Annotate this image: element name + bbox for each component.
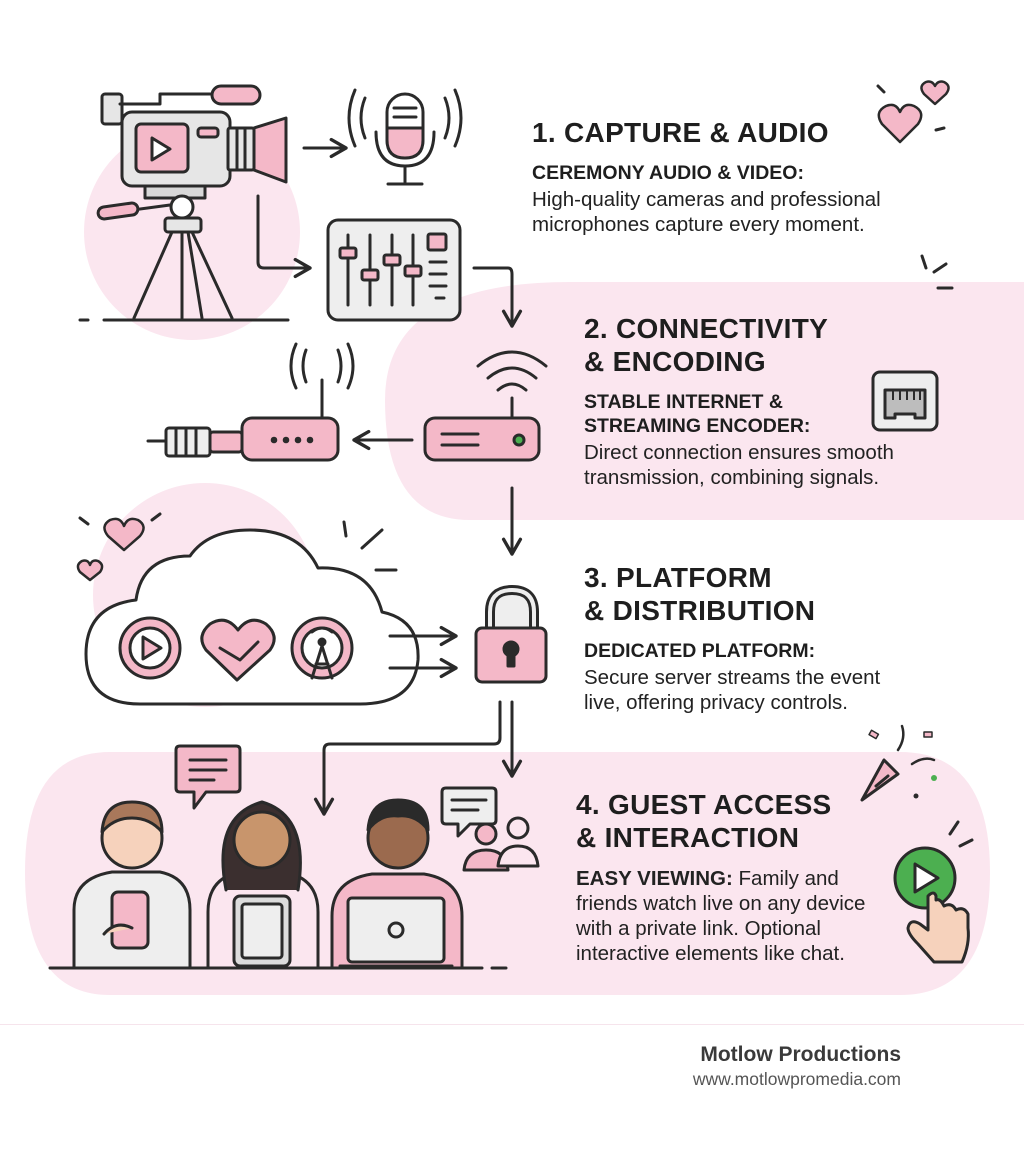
motlow-logo: MOTLOW: [922, 1052, 1002, 1132]
video-camera-icon: [78, 84, 290, 322]
ethernet-port-icon: [871, 370, 939, 432]
step-title: 3. PLATFORM & DISTRIBUTION: [584, 562, 816, 626]
guests-group-icon: [48, 798, 508, 970]
step-subtitle: STABLE INTERNET & STREAMING ENCODER:: [584, 391, 811, 437]
step-description: Secure server streams the event live, of…: [584, 666, 881, 714]
step-description: High-quality cameras and professional mi…: [532, 188, 881, 236]
party-popper-icon: [860, 724, 937, 802]
heart-icon: [76, 80, 950, 582]
step-3-platform-distribution: 3. PLATFORM & DISTRIBUTION DEDICATED PLA…: [584, 561, 984, 715]
company-website-link[interactable]: www.motlowpromedia.com: [692, 1069, 901, 1089]
step-description: Direct connection ensures smooth transmi…: [584, 441, 894, 489]
footer: [0, 1024, 1024, 1155]
step-title: 4. GUEST ACCESS & INTERACTION: [576, 789, 832, 853]
flow-arrows: [256, 137, 523, 816]
cloud-platform-icon: [84, 528, 420, 706]
router-icon: [423, 350, 548, 462]
company-name: Motlow Productions: [700, 1043, 901, 1066]
step-subtitle: CEREMONY AUDIO & VIDEO:: [532, 162, 804, 184]
community-chat-icon: [440, 786, 540, 872]
step-4-guest-access-interaction: 4. GUEST ACCESS & INTERACTION EASY VIEWI…: [576, 788, 906, 966]
step-description-first-line: EASY VIEWING: Family and: [576, 867, 839, 890]
chat-bubble-icon: [174, 744, 242, 810]
company-info: Motlow Productions www.motlowpromedia.co…: [693, 1042, 901, 1090]
step-1-capture-audio: 1. CAPTURE & AUDIO CEREMONY AUDIO & VIDE…: [532, 116, 962, 237]
sparkle-marks: [78, 84, 954, 572]
step-title: 2. CONNECTIVITY & ENCODING: [584, 313, 829, 377]
step-2-connectivity-encoding: 2. CONNECTIVITY & ENCODING STABLE INTERN…: [584, 312, 984, 490]
padlock-icon: [474, 585, 548, 684]
audio-mixer-icon: [326, 218, 462, 322]
step-description: EASY VIEWING: Family and friends watch l…: [576, 866, 906, 966]
play-button-icon: [893, 820, 974, 964]
modem-cable-icon: [146, 342, 355, 462]
logo-wordmark: MOTLOW: [932, 1114, 992, 1128]
microphone-icon: [347, 88, 463, 186]
step-title: 1. CAPTURE & AUDIO: [532, 117, 829, 148]
step-subtitle: DEDICATED PLATFORM:: [584, 640, 816, 662]
